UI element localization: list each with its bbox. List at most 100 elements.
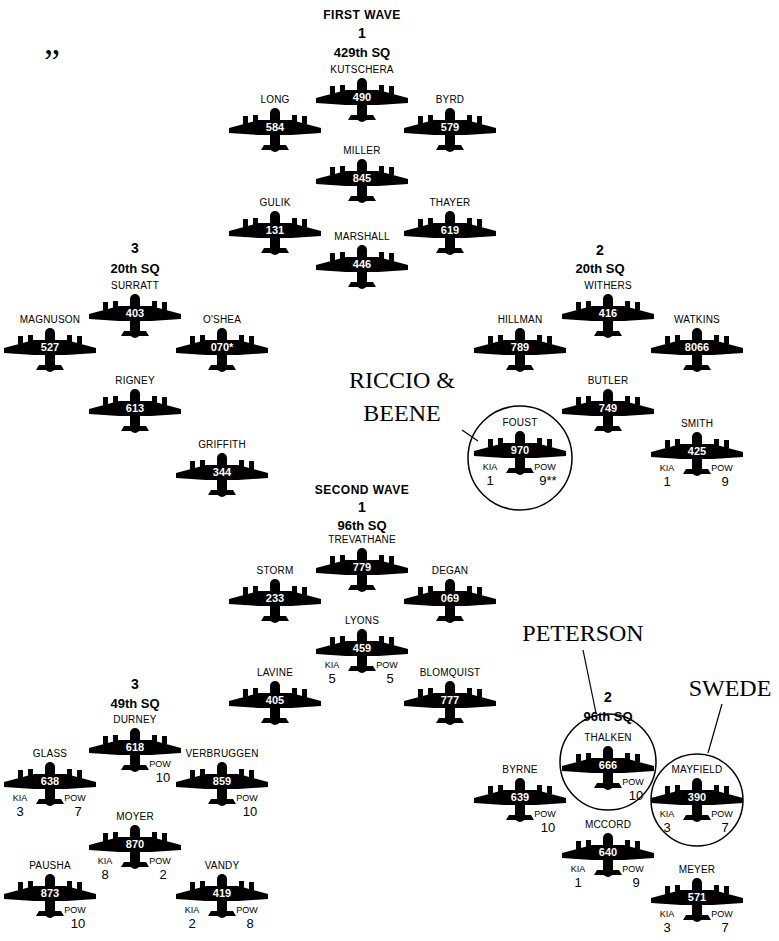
bomber-node: TREVATHANE 779 (312, 527, 412, 607)
pilot-name: BYRNE (502, 764, 537, 776)
casualty-heading: POW (534, 462, 556, 472)
pilot-name: SMITH (681, 418, 713, 430)
leader-line (708, 704, 722, 753)
casualty-count: 10 (156, 771, 170, 785)
aircraft-number: 639 (511, 791, 529, 803)
bomber-node: SURRATT 403 (85, 273, 185, 353)
group-number: 1 (358, 499, 366, 515)
casualty-heading: POW (236, 793, 258, 803)
pilot-name: TREVATHANE (328, 534, 396, 546)
aircraft-number: 638 (41, 775, 59, 787)
aircraft-number: 789 (511, 341, 529, 353)
casualty-count: 1 (663, 475, 670, 489)
casualty-count: 9 (632, 876, 639, 890)
aircraft-number: 8066 (685, 341, 709, 353)
casualty-heading: POW (236, 905, 258, 915)
aircraft-number: 490 (353, 91, 371, 103)
aircraft-number: 344 (213, 466, 231, 478)
aircraft-number: 970 (511, 444, 529, 456)
pilot-name: GRIFFITH (198, 439, 246, 451)
casualty-count: 3 (663, 821, 670, 835)
aircraft-number: 070* (211, 341, 234, 353)
casualty-count: 10 (71, 917, 85, 931)
aircraft-number: 845 (353, 172, 371, 184)
aircraft-number: 859 (213, 775, 231, 787)
aircraft-number: 405 (266, 694, 284, 706)
aircraft-number: 666 (599, 759, 617, 771)
pilot-name: MAYFIELD (672, 764, 723, 776)
pilot-name: SURRATT (111, 280, 159, 292)
casualty-count: 10 (541, 821, 555, 835)
aircraft-number: 749 (599, 402, 617, 414)
bomber-node: GLASS638KIAPOW37 (0, 741, 100, 821)
bomber-node: PAUSHA873POW10 (0, 853, 100, 933)
bomber-node: RIGNEY613 (85, 368, 185, 448)
group-label: 20th SQ (575, 261, 624, 276)
callout-label: RICCIO & BEENE (340, 364, 465, 430)
bomber-node: MCCORD640KIAPOW19 (558, 812, 658, 892)
bomber-node: BYRNE639POW10 (470, 757, 570, 837)
aircraft-number: 779 (353, 561, 371, 573)
bomber-node: KUTSCHERA490 (312, 57, 412, 137)
aircraft-number: 873 (41, 887, 59, 899)
casualty-count: 3 (663, 921, 670, 935)
casualty-heading: POW (149, 759, 171, 769)
casualty-count: 9 (721, 475, 728, 489)
group-label: 96th SQ (583, 709, 632, 724)
bomber-node: STORM233 (225, 558, 325, 638)
aircraft-number: 870 (126, 838, 144, 850)
bomber-node: MOYER870KIAPOW82 (85, 804, 185, 884)
group-label: 96th SQ (337, 518, 386, 533)
aircraft-number: 584 (266, 121, 284, 133)
casualty-heading: POW (64, 905, 86, 915)
aircraft-number: 131 (266, 224, 284, 236)
bomber-node: BUTLER749 (558, 368, 658, 448)
casualty-count: 5 (328, 672, 335, 686)
quote-mark: ” (44, 41, 60, 83)
leader-line (462, 430, 478, 441)
pilot-name: WITHERS (584, 280, 632, 292)
bomber-node: GULIK 131 (225, 190, 325, 270)
casualty-heading: KIA (571, 864, 586, 874)
bomber-node: LONG584 (225, 87, 325, 167)
group-number: 3 (131, 676, 139, 692)
aircraft-number: 425 (688, 445, 706, 457)
bomber-node: THALKEN666POW10 (558, 725, 658, 805)
aircraft-number: 403 (126, 307, 144, 319)
callout-label: PETERSON (522, 617, 643, 650)
casualty-count: 7 (74, 805, 81, 819)
pilot-name: LAVINE (257, 667, 293, 679)
pilot-name: HILLMAN (498, 314, 543, 326)
wave-title: FIRST WAVE (323, 8, 400, 22)
pilot-name: O'SHEA (203, 314, 241, 326)
casualty-heading: POW (711, 909, 733, 919)
bomber-node: MILLER845 (312, 138, 412, 218)
aircraft-number: 640 (599, 846, 617, 858)
casualty-heading: POW (64, 793, 86, 803)
casualty-count: 8 (246, 917, 253, 931)
casualty-heading: POW (622, 777, 644, 787)
pilot-name: MAGNUSON (20, 314, 81, 326)
group-number: 2 (596, 242, 604, 258)
casualty-count: 1 (574, 876, 581, 890)
aircraft-number: 069 (441, 592, 459, 604)
leader-line (583, 650, 596, 713)
pilot-name: THAYER (429, 197, 470, 209)
casualty-count: 10 (243, 805, 257, 819)
casualty-heading: POW (711, 463, 733, 473)
callout-circle (560, 714, 656, 810)
casualty-count: 10 (629, 789, 643, 803)
casualty-count: 1 (486, 474, 493, 488)
casualty-heading: POW (622, 864, 644, 874)
bomber-node: MEYER571KIAPOW37 (647, 857, 747, 937)
pilot-name: GULIK (259, 197, 290, 209)
aircraft-number: 416 (599, 307, 617, 319)
bomber-node: SMITH425KIAPOW19 (647, 411, 747, 491)
pilot-name: MOYER (116, 811, 154, 823)
callout-label: SWEDE (689, 672, 772, 705)
bomber-node: WATKINS8066 (647, 307, 747, 387)
group-label: 429th SQ (334, 45, 390, 60)
pilot-name: FOUST (503, 417, 538, 429)
bomber-node: MAGNUSON527 (0, 307, 100, 387)
casualty-heading: POW (376, 660, 398, 670)
